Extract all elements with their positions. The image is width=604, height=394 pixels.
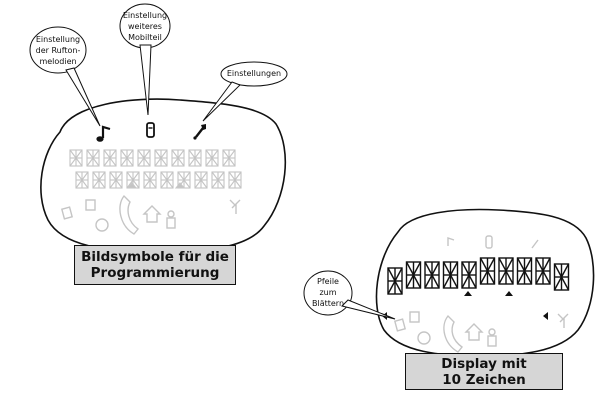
segment-character	[405, 261, 422, 289]
segment-character	[75, 171, 89, 189]
callout-ringtones: Einstellung der Rufton- melodien	[32, 34, 84, 67]
segment-character	[211, 171, 225, 189]
caption-left-line-1: Bildsymbole für die	[81, 249, 229, 265]
segment-character	[228, 171, 242, 189]
segment-character	[387, 267, 403, 295]
segment-character	[137, 149, 151, 167]
caption-left-line-2: Programmierung	[90, 265, 220, 281]
caption-right-line-2: 10 Zeichen	[442, 372, 526, 388]
segment-character	[109, 171, 123, 189]
callout-bubble-arrows	[303, 270, 353, 316]
segment-character	[535, 257, 551, 285]
callout-arrows: Pfeile zum Blättern	[306, 276, 350, 309]
segment-character	[553, 263, 570, 291]
segment-character	[86, 149, 100, 167]
segment-character	[424, 261, 440, 289]
segment-character	[222, 149, 236, 167]
callout-handset-line-3: Mobilteil	[128, 33, 162, 42]
segment-character	[154, 149, 168, 167]
caption-left: Bildsymbole für die Programmierung	[74, 245, 236, 285]
callout-handset-line-1: Einstellung	[122, 11, 168, 20]
segment-character	[92, 171, 106, 189]
segment-character	[442, 261, 459, 289]
wrench-icon	[193, 124, 206, 140]
callout-arrows-line-2: zum	[319, 288, 337, 297]
segment-character	[160, 171, 174, 189]
music-note-icon	[96, 125, 111, 142]
segment-character	[143, 171, 157, 189]
callout-handset: Einstellung weiteres Mobilteil	[121, 10, 169, 43]
callout-settings: Einstellungen	[223, 68, 285, 79]
scroll-marker-icon	[464, 291, 472, 296]
right-display-outline	[375, 208, 595, 357]
scroll-right-arrow-icon	[543, 312, 548, 320]
segment-character	[69, 149, 83, 167]
faint-scroll-arrow-icon	[174, 182, 186, 189]
right-faint-icons	[393, 235, 569, 353]
right-display	[375, 208, 595, 357]
segment-character	[461, 261, 477, 289]
callout-shapes	[29, 3, 396, 320]
segment-character	[188, 149, 202, 167]
segment-character	[479, 257, 496, 285]
callout-bubble-settings	[220, 61, 288, 87]
callout-settings-line-1: Einstellungen	[226, 69, 282, 78]
faint-scroll-arrow-icon	[126, 182, 138, 189]
segment-character	[498, 257, 514, 285]
callout-ringtones-line-3: melodien	[39, 57, 77, 66]
segment-character	[205, 149, 219, 167]
segment-character	[516, 257, 533, 285]
caption-right: Display mit 10 Zeichen	[405, 353, 563, 390]
caption-right-line-1: Display mit	[441, 356, 527, 372]
callout-handset-line-2: weiteres	[128, 22, 162, 31]
left-faint-icons	[60, 194, 241, 235]
callout-ringtones-line-1: Einstellung	[35, 35, 81, 44]
callout-ringtones-line-2: der Rufton-	[35, 46, 81, 55]
scroll-marker-icon	[505, 291, 513, 296]
segment-character	[120, 149, 134, 167]
callout-arrows-line-3: Blättern	[311, 299, 345, 308]
callout-arrows-line-1: Pfeile	[317, 277, 339, 286]
segment-character	[171, 149, 185, 167]
segment-character	[103, 149, 117, 167]
left-display	[40, 98, 287, 253]
left-segment-row-1	[69, 149, 242, 189]
handset-icon	[146, 122, 155, 138]
segment-character	[194, 171, 208, 189]
callout-bubble-ringtones	[29, 26, 87, 74]
